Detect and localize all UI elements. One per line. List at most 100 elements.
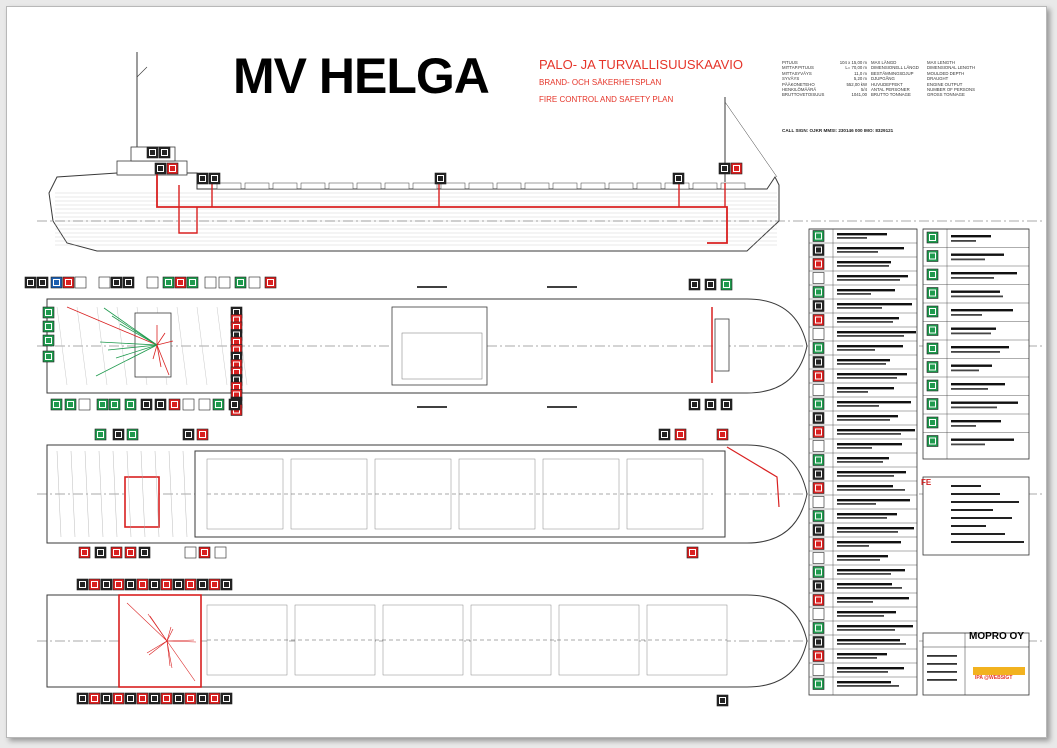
symbol-main-bottom-glyph [141, 549, 148, 556]
symbol-main-top-glyph [129, 431, 136, 438]
legend-symbol [812, 636, 825, 648]
escape-route-line [156, 332, 166, 346]
symbol-lower-top-glyph [223, 581, 230, 588]
symbol-lower-bottom-glyph [163, 695, 170, 702]
symbol-lower-top [148, 578, 161, 591]
fire-main-profile [156, 167, 728, 244]
legend-symbol-green [926, 398, 939, 410]
legend-symbol [812, 608, 825, 620]
symbol-top-row-glyph [149, 279, 156, 286]
legend-text-line [837, 611, 896, 614]
escape-route-line [99, 341, 158, 346]
symbol-main-top [112, 428, 125, 441]
symbol-lower-bottom [160, 692, 173, 705]
legend-text-line [837, 583, 892, 586]
symbol-lower-bottom-glyph [175, 695, 182, 702]
symbol-top-row-glyph [189, 279, 196, 286]
symbol-main-top [196, 428, 209, 441]
escape-route-line [95, 344, 158, 377]
symbol-main-bottom-glyph [81, 549, 88, 556]
symbol-profile [672, 172, 685, 185]
title-block-text [927, 655, 957, 657]
symbol-main-top [658, 428, 671, 441]
symbol-lower-bottom-glyph [187, 695, 194, 702]
legend-text-line [837, 275, 908, 278]
symbol-bottom-row-glyph [53, 401, 60, 408]
legend-text-line [837, 433, 901, 435]
symbol-profile [196, 172, 209, 185]
symbol-bow-glyph [691, 401, 698, 408]
legend-text-line [837, 559, 880, 561]
legend-text-line [951, 509, 993, 511]
hatch-cover [272, 182, 298, 190]
hatch-cover [496, 182, 522, 190]
legend-text-line [837, 443, 902, 446]
symbol-lower-top [100, 578, 113, 591]
legend-text-line [951, 277, 994, 279]
legend-symbol-green [926, 231, 939, 244]
symbol-top-row-glyph [125, 279, 132, 286]
legend-text-line [837, 573, 891, 575]
hatch-cover [216, 182, 242, 190]
legend-symbol-green-glyph [929, 363, 936, 371]
symbol-bottom-row-glyph [171, 401, 178, 408]
symbol-bow [688, 278, 701, 291]
symbol-bottom-row-glyph [157, 401, 164, 408]
legend-text-line [951, 240, 976, 242]
symbol-lower-bottom-glyph [199, 695, 206, 702]
legend-text-line [951, 541, 1024, 543]
legend-text-line [837, 629, 895, 631]
symbol-bottom-row [140, 398, 153, 411]
legend-text-line [837, 671, 888, 673]
symbol-lower-top-glyph [115, 581, 122, 588]
legend-symbol-green-glyph [929, 419, 936, 426]
legend-text-line [837, 485, 893, 488]
symbol-top-row-glyph [53, 279, 60, 286]
symbol-profile-glyph [199, 175, 206, 182]
legend-symbol-glyph [815, 372, 822, 380]
legend-symbol [812, 622, 825, 634]
symbol-top-row-glyph [101, 279, 108, 286]
symbol-profile-glyph [721, 165, 728, 172]
hatch-cover [636, 182, 662, 190]
symbol-bottom-row-glyph [99, 401, 106, 408]
tank-panel [206, 604, 288, 676]
deckhouse-lines [216, 306, 228, 386]
legend-text-line [951, 346, 1009, 349]
legend-text-line [837, 293, 871, 295]
page-title: MV HELGA [233, 48, 490, 104]
hatch-cover [692, 182, 718, 190]
symbol-main-top-glyph [661, 431, 668, 438]
hatch-cover [552, 182, 578, 190]
windlass-area [714, 318, 730, 372]
legend-text-line [837, 569, 905, 572]
legend-symbol-green-glyph [929, 289, 936, 297]
symbol-top-row [110, 276, 123, 289]
symbol-main-top [182, 428, 195, 441]
symbol-lower-bottom [208, 692, 221, 705]
legend-text-line [837, 429, 915, 432]
legend-text-line [837, 489, 905, 491]
fire-detector-wiring [166, 640, 196, 682]
symbol-bottom-row-glyph [231, 401, 238, 408]
symbol-main-bottom [214, 546, 227, 559]
symbol-profile-glyph [149, 149, 156, 156]
symbol-main-top-glyph [719, 431, 726, 438]
subtitle-swedish: BRAND- OCH SÄKERHETSPLAN [539, 78, 662, 87]
symbol-bow [688, 398, 701, 411]
symbol-bow [704, 278, 717, 291]
symbol-lower-top-glyph [163, 581, 170, 588]
legend-symbol [812, 440, 825, 452]
symbol-lower-top [160, 578, 173, 591]
symbol-main-top [94, 428, 107, 441]
legend-text-line [951, 258, 985, 261]
legend-symbol-glyph [815, 246, 822, 254]
symbol-bottom-row-glyph [201, 401, 208, 408]
company-name: MOPRO OY [969, 631, 1025, 642]
hatch-cover [580, 182, 606, 190]
legend-symbol-glyph [815, 386, 822, 394]
legend-symbol-glyph [815, 680, 822, 688]
legend-symbol-glyph [815, 302, 822, 310]
fire-detector-wiring [166, 628, 174, 642]
legend-text-line [837, 387, 894, 390]
